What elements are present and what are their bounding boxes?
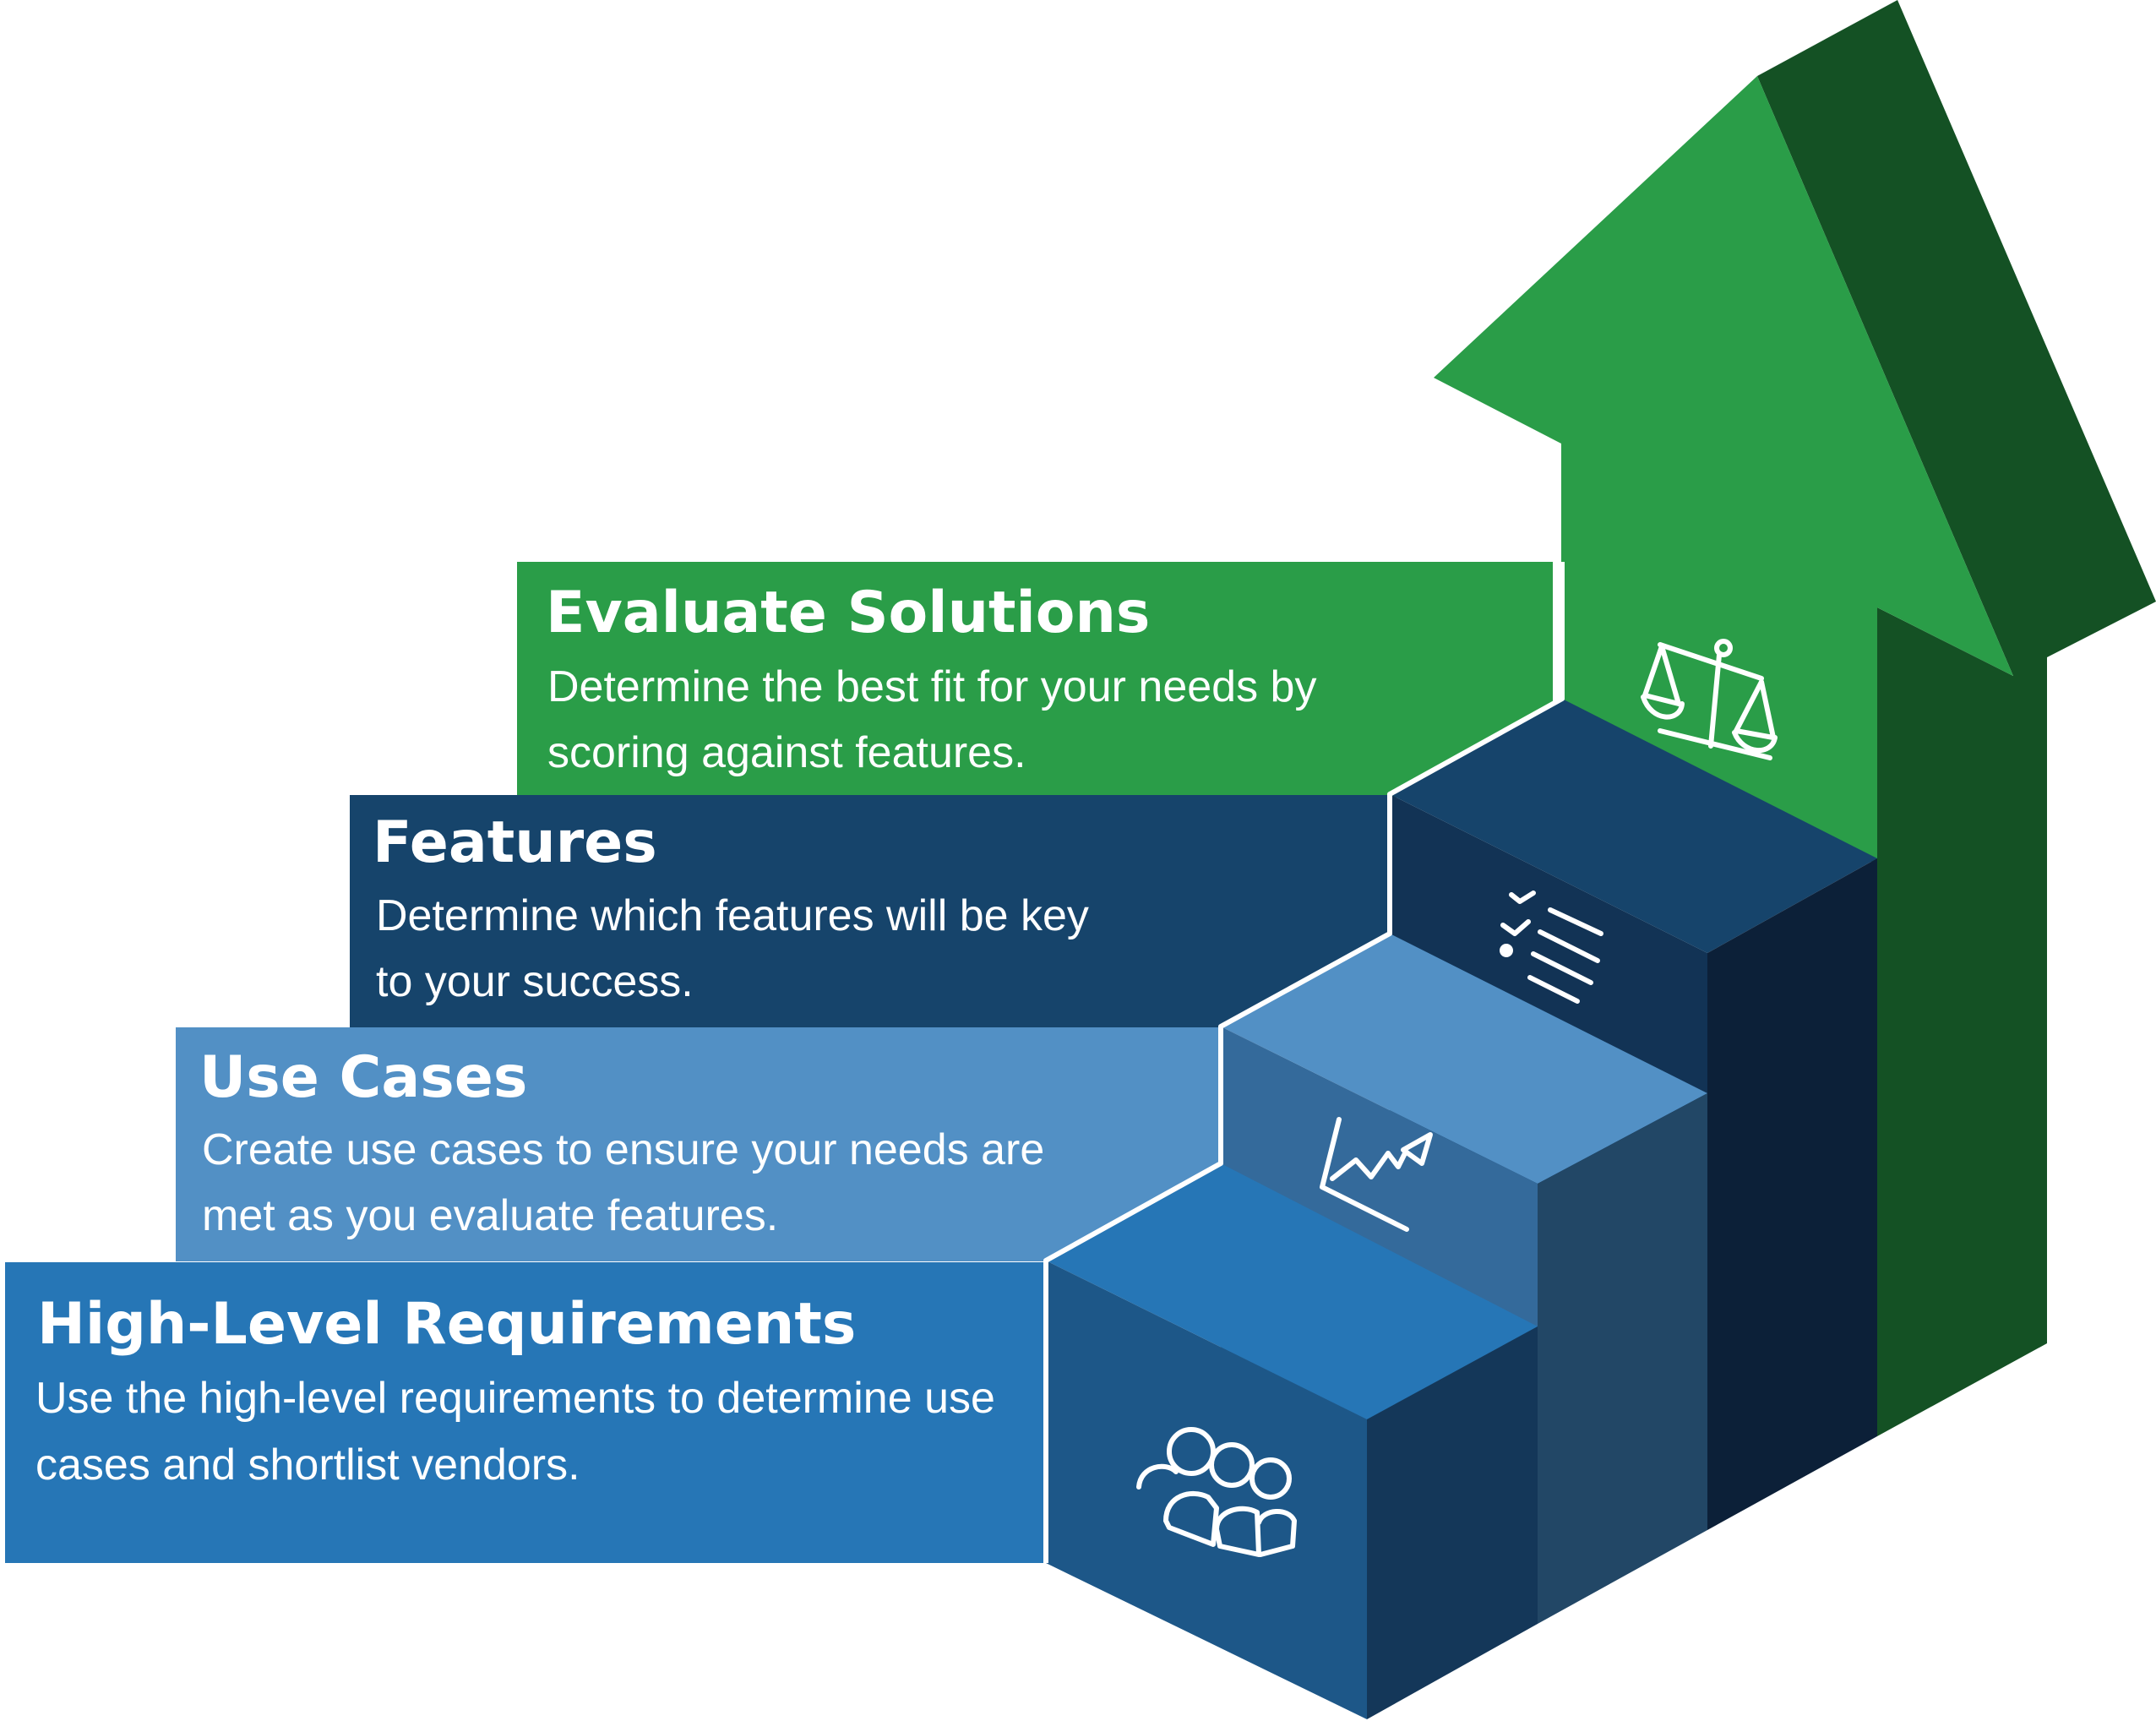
growth-arrow-side	[1757, 0, 2156, 1436]
line-chart-icon	[1320, 1117, 1433, 1232]
step-features-title: Features	[373, 809, 657, 876]
stair-block-2-top	[1046, 1163, 1538, 1419]
stair-block-3-side	[1538, 1093, 1707, 1624]
stair-block-4-top	[1390, 699, 1877, 953]
step-use-cases-desc-line-2: met as you evaluate features.	[202, 1191, 778, 1240]
stair-block-2-front	[1046, 1261, 1367, 1719]
step-features-desc-line-2: to your success.	[376, 957, 694, 1006]
step-evaluate-solutions-desc-line-2: scoring against features.	[547, 728, 1026, 777]
checklist-icon	[1500, 890, 1603, 1004]
people-group-icon	[1136, 1427, 1297, 1557]
stair-block-4-side	[1707, 858, 1877, 1530]
step-evaluate-solutions-desc-line-1: Determine the best fit for your needs by	[547, 662, 1316, 711]
step-high-level-requirements-panel	[5, 1262, 1044, 1563]
step-evaluate-solutions: Evaluate Solutions Determine the best fi…	[517, 562, 1553, 798]
step-evaluate-solutions-title: Evaluate Solutions	[546, 580, 1150, 646]
step-high-level-requirements-desc-line-2: cases and shortlist vendors.	[35, 1441, 580, 1490]
step-high-level-requirements: High-Level Requirements Use the high-lev…	[5, 1262, 1044, 1563]
stair-block-2-side	[1367, 1326, 1538, 1719]
balance-scale-icon	[1641, 639, 1778, 760]
step-features: Features Determine which features will b…	[350, 795, 1390, 1028]
step-evaluate-solutions-panel	[517, 562, 1553, 798]
step-high-level-requirements-desc-line-1: Use the high-level requirements to deter…	[35, 1374, 995, 1423]
step-use-cases: Use Cases Create use cases to ensure you…	[176, 1027, 1221, 1261]
stair-block-3-top	[1221, 934, 1707, 1184]
stair-block-2	[1046, 1163, 1538, 1719]
step-high-level-requirements-title: High-Level Requirements	[37, 1291, 856, 1358]
step-use-cases-title: Use Cases	[199, 1044, 527, 1111]
step-features-desc-line-1: Determine which features will be key	[376, 891, 1089, 940]
growth-arrow-front	[1434, 76, 2013, 862]
step-features-panel	[350, 795, 1390, 1028]
growth-arrow	[1434, 0, 2156, 1436]
step-use-cases-panel	[176, 1027, 1221, 1261]
stair-outline	[1043, 562, 1565, 1563]
step-use-cases-desc-line-1: Create use cases to ensure your needs ar…	[202, 1125, 1044, 1174]
